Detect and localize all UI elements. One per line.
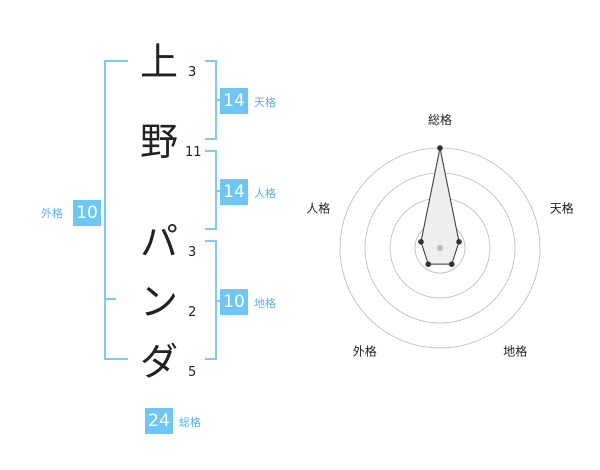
gaikaku-bracket-tick xyxy=(104,298,116,300)
chikaku-bracket-tick xyxy=(217,300,221,302)
tenkaku-score: 14 xyxy=(220,88,248,114)
chikaku-label: 地格 xyxy=(254,297,276,310)
radar-point-4 xyxy=(425,261,432,267)
radar-point-1 xyxy=(437,145,443,151)
gaikaku-label: 外格 xyxy=(41,207,63,220)
jinkaku-bracket-tick xyxy=(217,190,221,192)
radar-axis-label-3: 地格 xyxy=(503,344,527,359)
radar-axis-label-4: 外格 xyxy=(353,344,377,359)
jinkaku-label: 人格 xyxy=(254,187,276,200)
radar-point-5 xyxy=(418,239,424,245)
tenkaku-bracket-tick xyxy=(217,99,221,101)
soukaku-score: 24 xyxy=(145,408,173,434)
radar-point-3 xyxy=(448,261,455,267)
name-char-1: 上 xyxy=(140,40,179,84)
soukaku-label: 総格 xyxy=(179,416,201,429)
radar-center xyxy=(437,245,443,251)
tenkaku-label: 天格 xyxy=(254,96,276,109)
radar-polygon xyxy=(420,147,460,265)
radar-axis-label-2: 天格 xyxy=(550,200,574,215)
name-char-5: ダ xyxy=(140,340,179,384)
name-char-2: 野 xyxy=(140,120,179,164)
stroke-count-2: 11 xyxy=(185,145,202,160)
jinkaku-score: 14 xyxy=(220,179,248,205)
radar-axis-label-1: 総格 xyxy=(428,112,452,127)
radar-area xyxy=(418,145,462,267)
stroke-count-4: 2 xyxy=(188,305,197,320)
tenkaku-bracket xyxy=(205,60,217,140)
name-char-3: パ xyxy=(140,220,179,264)
stroke-count-1: 3 xyxy=(188,65,197,80)
radar-point-2 xyxy=(456,239,462,245)
chikaku-bracket xyxy=(205,240,217,360)
jinkaku-bracket xyxy=(205,150,217,230)
chikaku-score: 10 xyxy=(220,289,248,315)
name-char-4: ン xyxy=(140,280,179,324)
gaikaku-score: 10 xyxy=(73,200,101,226)
gaikaku-bracket xyxy=(104,60,128,360)
stroke-count-3: 3 xyxy=(188,245,197,260)
radar-axis-label-5: 人格 xyxy=(306,200,330,215)
stroke-count-5: 5 xyxy=(188,365,197,380)
